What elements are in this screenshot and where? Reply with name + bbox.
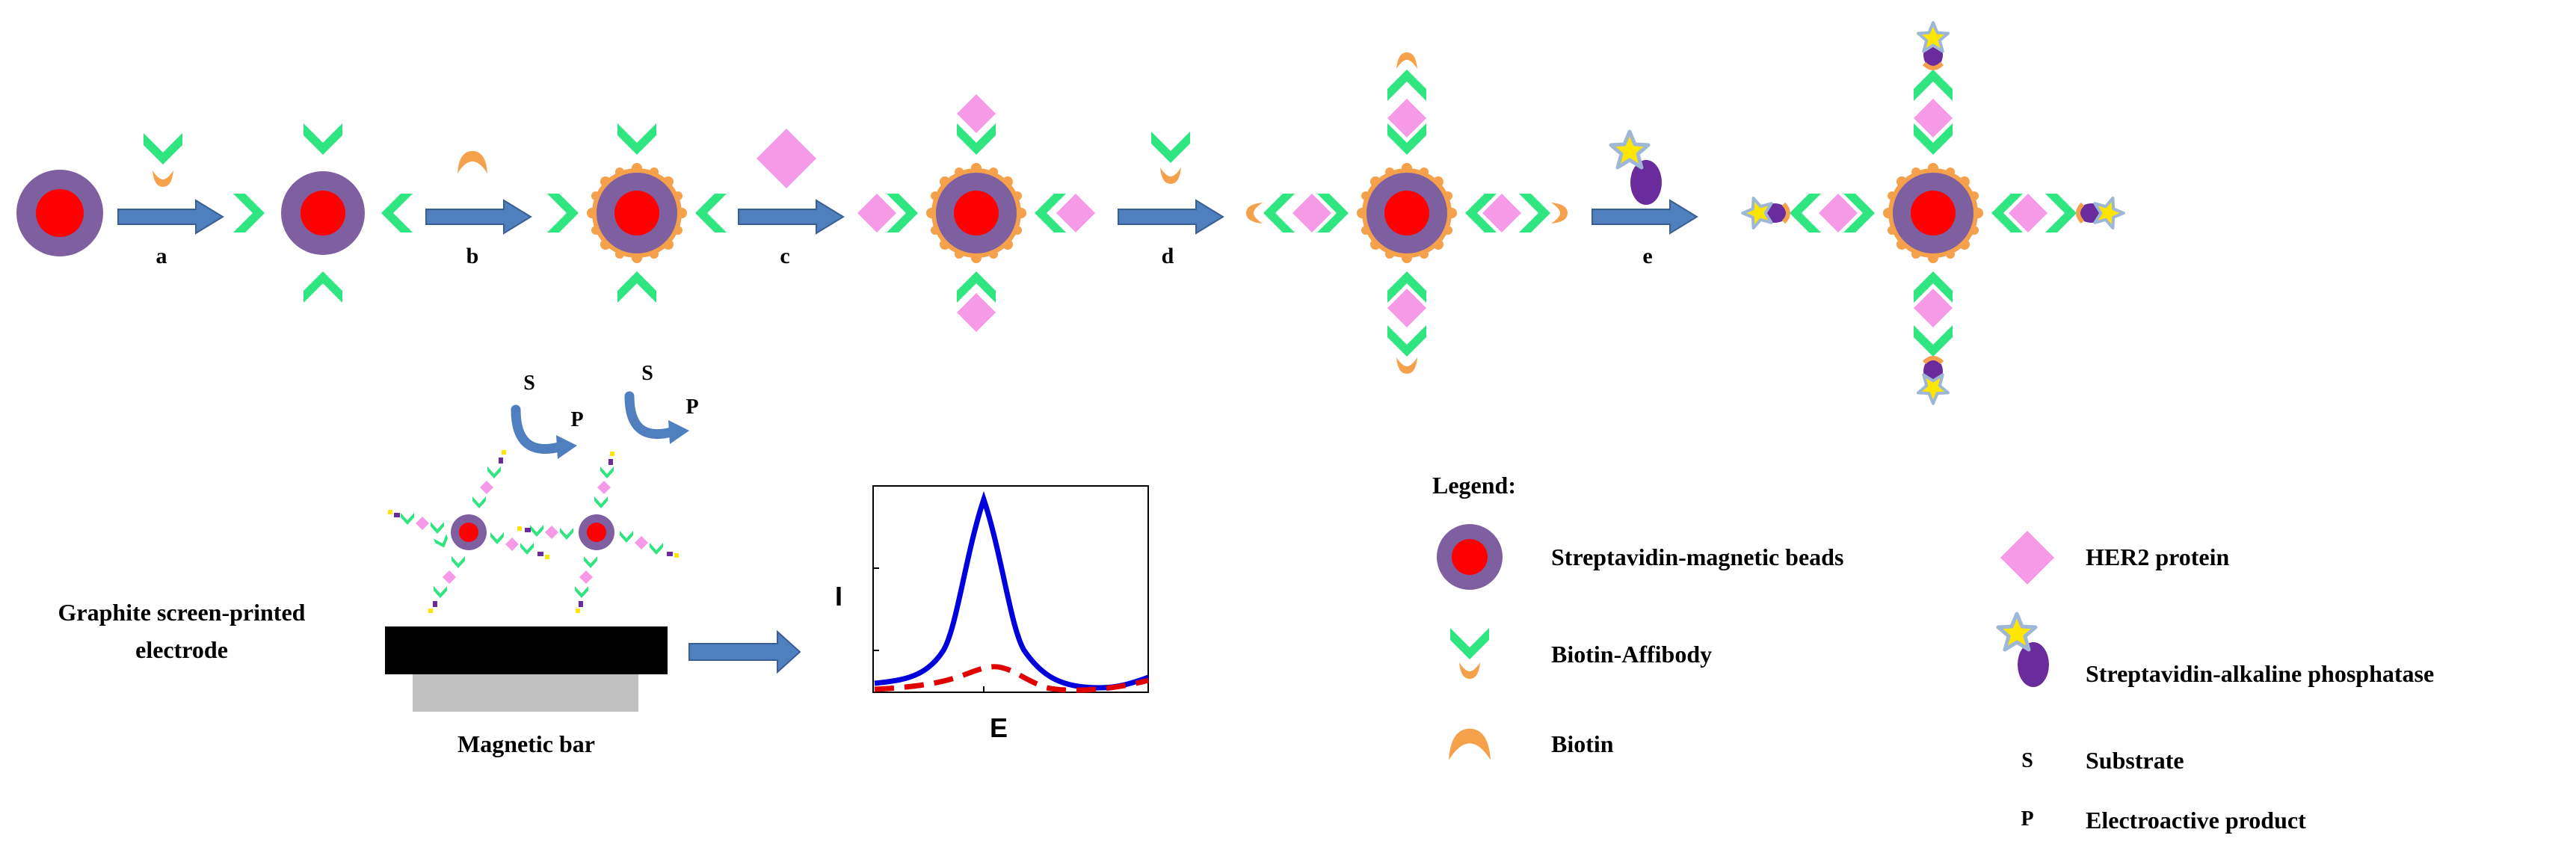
step-label-e: e [1642,244,1652,268]
step-arrow-e: e [1591,132,1698,268]
legend-title: Legend: [1432,472,1516,499]
stage-affibody-bead [233,123,413,303]
plot-xlabel: E [990,712,1008,743]
electrode-label-line1: Graphite screen-printed [58,599,306,626]
stage-sandwich [1246,52,1568,374]
voltammogram: I E [835,485,1150,743]
step-arrow-d: d [1118,132,1224,268]
detection-arrow [688,629,801,674]
reaction-substrate-2: S [641,362,653,385]
step-label-c: c [780,244,789,268]
legend-sap-icon [1998,614,2049,687]
step-label-b: b [466,244,479,268]
stage-bare-bead [16,170,103,256]
legend-her2-icon [2000,531,2054,585]
legend-substrate-label: Substrate [2086,747,2184,774]
magnetic-bar [413,674,638,712]
legend-product-label: Electroactive product [2086,807,2306,834]
legend-affibody-label: Biotin-Affibody [1551,641,1712,668]
plot-frame [872,485,1149,693]
signal-curve [874,490,1150,691]
stage-enzyme-labelled [1743,22,2124,404]
reaction-arrow-1: S P [511,372,584,459]
stage-blocked-bead [547,123,727,303]
step-arrow-b: b [425,151,531,268]
plot-ylabel: I [835,581,842,612]
electrode-label-line2: electrode [135,636,228,663]
reaction-substrate-1: S [523,372,535,395]
stage-her2-captured [857,94,1095,332]
reaction-product-2: P [685,395,698,419]
reaction-product-1: P [570,408,583,431]
legend-bead-icon [1437,524,1503,590]
legend: Legend: Streptavidin-magnetic beads Biot… [1432,472,2434,834]
step-arrow-a: a [117,133,224,268]
blank-curve [874,664,1149,693]
screen-printed-electrode [385,626,668,674]
legend-sap-label: Streptavidin-alkaline phosphatase [2086,660,2434,687]
legend-her2-label: HER2 protein [2086,543,2230,570]
step-label-a: a [156,244,167,268]
legend-substrate-symbol: S [2021,749,2033,772]
reaction-arrow-2: S P [624,362,699,444]
legend-affibody-icon [1450,628,1489,679]
legend-biotin-label: Biotin [1551,730,1614,757]
step-arrow-c: c [738,129,844,268]
legend-biotin-icon [1449,728,1491,760]
electrode-label: Graphite screen-printed electrode [58,599,306,663]
magnetic-bar-label: Magnetic bar [457,730,595,757]
captured-particle-1 [388,450,549,613]
legend-product-symbol: P [2021,807,2033,831]
step-label-d: d [1162,244,1174,268]
legend-bead-label: Streptavidin-magnetic beads [1551,543,1843,570]
captured-particle-2 [517,452,679,613]
